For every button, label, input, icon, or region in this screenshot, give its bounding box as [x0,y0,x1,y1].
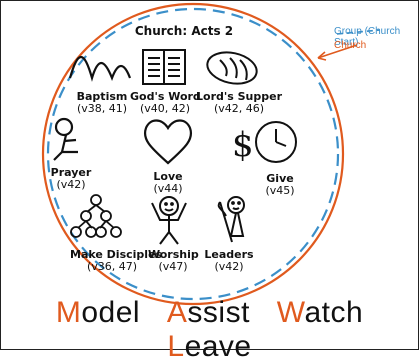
item-label-make-disciples: Make Disciples [70,248,163,261]
bread-icon [206,51,258,85]
item-label-give: Give [266,172,294,185]
disciples-tree-icon [70,194,122,238]
item-label-prayer: Prayer [50,166,92,179]
item-ref-prayer: (v42) [56,178,86,191]
item-label-worship: Worship [148,248,199,261]
word-watch-rest: atch [304,296,364,329]
item-ref-make-disciples: (v36, 47) [86,260,138,273]
book-icon [142,49,186,85]
money-clock-icon: $ [232,121,297,165]
svg-text:$: $ [232,125,254,165]
group-circle [46,7,340,301]
item-ref-baptism: (v38, 41) [76,102,128,115]
word-watch-initial: W [276,296,305,329]
item-label-love: Love [153,170,183,183]
kneeling-person-icon [53,117,78,161]
word-assist: Assist [167,296,250,329]
word-leave-initial: L [167,330,185,363]
diagram-title: Church: Acts 2 [134,24,234,38]
word-assist-initial: A [166,296,188,329]
item-ref-lords-supper: (v42, 46) [213,102,265,115]
item-ref-give: (v45) [265,184,295,197]
item-ref-love: (v44) [153,182,183,195]
church-legend-label: Church [334,40,367,51]
church-circle-diagram: $ [41,2,381,306]
church-legend-arrowhead [317,51,327,61]
item-label-baptism: Baptism [76,90,128,103]
word-assist-rest: ssist [187,296,250,329]
model-assist-watch-leave: Model Assist Watch Leave [0,296,419,364]
item-ref-leaders: (v42) [214,260,244,273]
word-model-rest: odel [81,296,141,329]
church-circle [41,2,345,306]
word-watch: Watch [277,296,363,329]
shepherd-icon [217,196,245,243]
item-label-leaders: Leaders [204,248,254,261]
word-model-initial: M [55,296,82,329]
waves-icon [68,56,132,82]
worship-person-icon [151,196,187,245]
heart-icon [143,119,193,165]
item-ref-gods-word: (v40, 42) [139,102,191,115]
word-model: Model [56,296,140,329]
word-leave: Leave [167,330,251,363]
item-label-gods-word: God's Word [130,90,201,103]
group-legend-line [336,29,381,35]
item-ref-worship: (v47) [158,260,188,273]
word-leave-rest: eave [184,330,252,363]
item-label-lords-supper: Lord's Supper [196,90,282,103]
group-legend-label: Group (Church Start) [334,26,401,48]
church-legend-arrow [317,44,358,59]
